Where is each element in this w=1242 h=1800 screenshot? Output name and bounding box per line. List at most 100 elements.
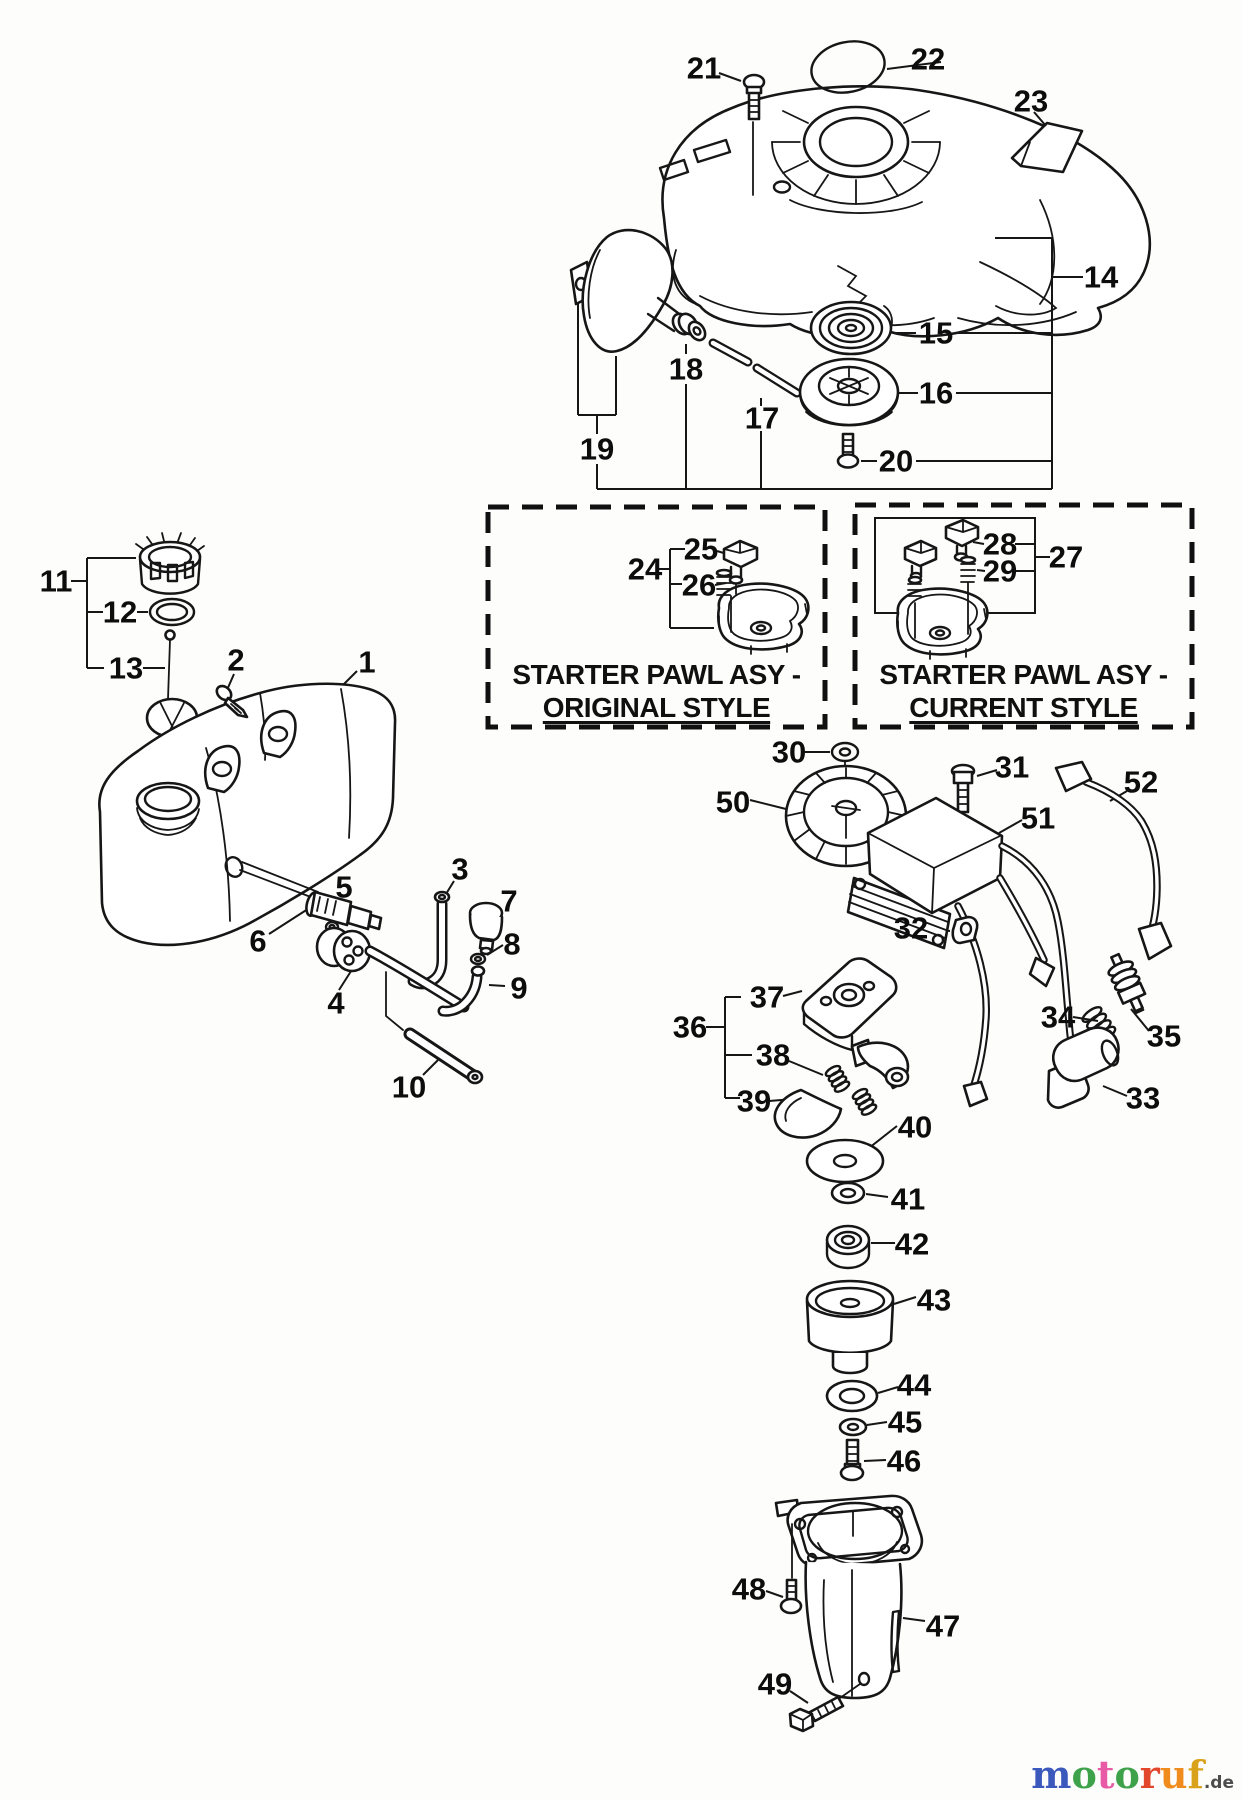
part-label-41: 41 [891, 1182, 925, 1217]
bracket-lines [86, 237, 1053, 1099]
check-valve-7 [468, 901, 504, 956]
part-label-34: 34 [1041, 1000, 1076, 1035]
starter-pawl-box-original [485, 504, 828, 730]
starter-pawl-box-current [852, 502, 1195, 730]
caption-original-line2: ORIGINAL STYLE [542, 692, 771, 723]
part-label-21: 21 [687, 51, 721, 86]
clutch-spring-39b [851, 1087, 878, 1116]
part-label-5: 5 [335, 870, 352, 905]
pawl-asy-original [715, 539, 810, 656]
part-label-25: 25 [684, 532, 718, 567]
part-label-52: 52 [1124, 765, 1158, 800]
kill-switch-wire [954, 874, 1056, 1108]
part-label-23: 23 [1014, 84, 1048, 119]
part-label-3: 3 [451, 852, 468, 887]
part-label-37: 37 [750, 980, 784, 1015]
lead-wire-52 [1054, 760, 1173, 961]
bolt-49 [788, 1683, 861, 1733]
part-label-15: 15 [919, 316, 953, 351]
washer-44 [825, 1379, 879, 1413]
watermark-wordmark: motoruf [1031, 1752, 1204, 1797]
washer-41 [830, 1181, 866, 1205]
screw-2 [215, 684, 249, 719]
part-label-8: 8 [503, 927, 520, 962]
fuel-line-3 [364, 890, 470, 1013]
rope-rotor-16 [798, 357, 900, 427]
part-label-33: 33 [1126, 1081, 1160, 1116]
part-label-45: 45 [888, 1405, 922, 1440]
caption-current-line1: STARTER PAWL ASY - [879, 659, 1168, 690]
ignition-coil-51 [846, 796, 1004, 950]
part-label-11: 11 [40, 564, 73, 599]
part-label-9: 9 [510, 971, 527, 1006]
part-label-48: 48 [732, 1572, 766, 1607]
elbow-pipe-9 [437, 965, 486, 1017]
watermark-letter: m [1031, 1752, 1072, 1797]
recoil-spring-15 [809, 265, 893, 356]
part-label-7: 7 [500, 884, 517, 919]
watermark-letter: r [1139, 1752, 1160, 1797]
part-label-38: 38 [756, 1038, 790, 1073]
caption-original-style: STARTER PAWL ASY - ORIGINAL STYLE [488, 658, 825, 724]
fuel-tank-1 [98, 682, 397, 947]
part-label-24: 24 [628, 552, 663, 587]
caption-current-style: STARTER PAWL ASY - CURRENT STYLE [855, 658, 1192, 724]
spark-plug-35 [1107, 952, 1147, 1015]
part-label-2: 2 [227, 643, 244, 678]
part-label-50: 50 [716, 785, 750, 820]
decal-23 [1010, 121, 1084, 174]
clutch-shoe-39 [773, 1088, 843, 1139]
bolt-31 [950, 763, 976, 893]
part-label-13: 13 [109, 651, 143, 686]
part-label-4: 4 [327, 986, 345, 1021]
part-label-29: 29 [983, 554, 1017, 589]
part-label-36: 36 [673, 1010, 707, 1045]
part-label-10: 10 [392, 1070, 426, 1105]
o-ring-12 [148, 597, 196, 627]
rope-bushing-18 [677, 312, 707, 342]
fuel-cap-11 [135, 532, 205, 595]
spark-plug-wire [998, 842, 1077, 1055]
watermark-letter: t [1096, 1752, 1115, 1797]
part-label-14: 14 [1084, 260, 1119, 295]
part-label-35: 35 [1147, 1019, 1181, 1054]
part-label-6: 6 [249, 924, 266, 959]
fuel-filter-6 [305, 890, 383, 931]
watermark-suffix: .de [1203, 1773, 1234, 1793]
part-label-51: 51 [1021, 801, 1055, 836]
part-label-43: 43 [917, 1283, 951, 1318]
part-label-42: 42 [895, 1227, 929, 1262]
part-label-19: 19 [580, 432, 614, 467]
part-label-44: 44 [897, 1368, 932, 1403]
screw-21 [742, 73, 766, 196]
watermark-logo: motoruf.de [1031, 1752, 1234, 1797]
caption-current-line2: CURRENT STYLE [909, 692, 1138, 723]
fan-case-47 [774, 1494, 924, 1700]
part-label-22: 22 [911, 42, 945, 77]
part-label-40: 40 [898, 1110, 932, 1145]
clutch-plate-37 [801, 957, 898, 1052]
plug-boot-33 [1046, 1026, 1120, 1109]
part-label-47: 47 [926, 1609, 960, 1644]
part-label-16: 16 [919, 376, 953, 411]
watermark-letter: o [1114, 1752, 1140, 1797]
watermark-letter: f [1187, 1752, 1204, 1797]
leader-lines [71, 61, 1150, 1704]
watermark-letter: o [1071, 1752, 1097, 1797]
screw-20 [836, 432, 860, 469]
washer-40 [805, 1138, 885, 1184]
pawl-asy-current [895, 518, 989, 661]
caption-original-line1: STARTER PAWL ASY - [512, 659, 801, 690]
part-label-1: 1 [358, 645, 375, 680]
part-label-28: 28 [983, 527, 1017, 562]
part-label-18: 18 [669, 352, 703, 387]
starter-rope-17 [708, 338, 802, 398]
bolt-46 [839, 1438, 865, 1482]
part-label-20: 20 [879, 444, 913, 479]
gasket-22 [810, 40, 886, 94]
part-label-27: 27 [1049, 540, 1083, 575]
part-label-32: 32 [894, 911, 928, 946]
clutch-drum-43 [805, 1279, 895, 1375]
